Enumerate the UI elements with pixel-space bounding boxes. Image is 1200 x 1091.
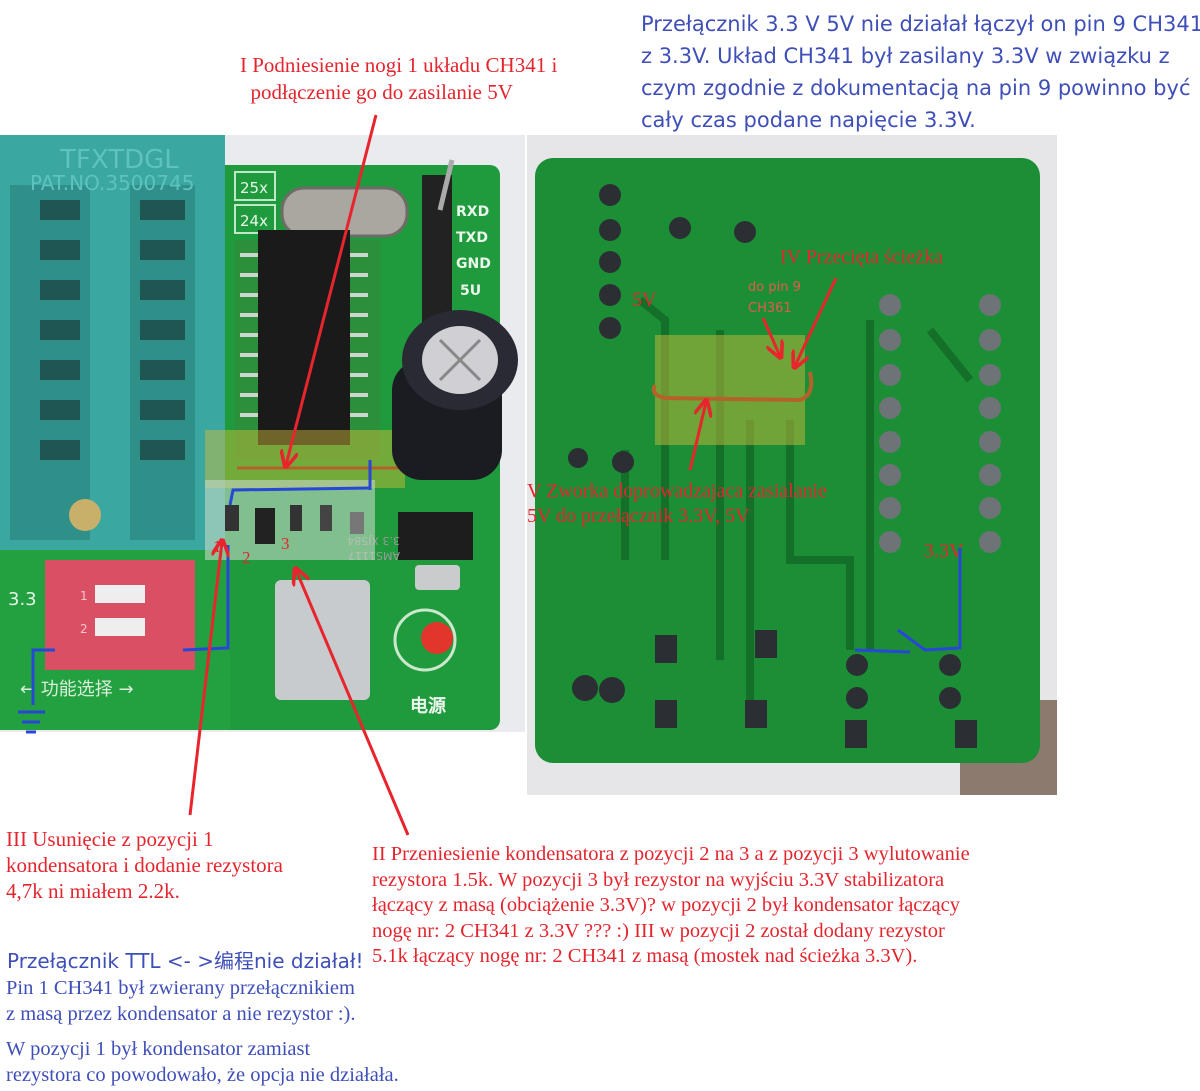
arrow-step-III <box>188 542 222 816</box>
arrow-step-V <box>688 402 706 471</box>
note-line: 5.1k łączący nogę nr: 2 CH341 z masą (mo… <box>372 945 918 967</box>
dip-switch: 1 2 <box>45 560 195 670</box>
smd-position-2 <box>255 508 275 544</box>
note-line: rezystora 1.5k. W pozycji 3 był rezystor… <box>372 868 945 891</box>
note-line: nogę nr: 2 CH341 z 3.3V ??? :) III w poz… <box>372 919 945 942</box>
note-line: podłączenie go do zasilanie 5V <box>240 80 513 104</box>
arrow-pin9 <box>761 317 780 356</box>
note-line: łączący z masą (obciążenie 3.3V)? w pozy… <box>372 894 960 916</box>
ams1117-regulator <box>398 512 473 560</box>
label-rxd: RXD <box>456 204 489 220</box>
note-line: W pozycji 1 był kondensator zamiast <box>6 1038 311 1060</box>
note-step-II: II Przeniesienie kondensatora z pozycji … <box>372 842 970 970</box>
note-line: Pin 1 CH341 był zwierany przełącznikiem <box>6 977 355 999</box>
position-mark-3: 3 <box>281 534 290 553</box>
arrow-step-I <box>286 114 378 465</box>
jumper-label-line2: 5V do przełącznik 3.3V, 5V <box>527 505 750 527</box>
position-mark-2: 2 <box>242 548 251 567</box>
pin9-label: do pin 9 <box>748 280 801 295</box>
power-label: 电源 <box>410 695 446 717</box>
note-line: z 3.3V. Układ CH341 był zasilany 3.3V w … <box>641 44 1170 68</box>
note-line: III Usunięcie z pozycji 1 <box>6 827 214 851</box>
blue-markings <box>18 460 962 734</box>
note-line: II Przeniesienie kondensatora z pozycji … <box>372 843 970 865</box>
note-line: cały czas podane napięcie 3.3V. <box>641 108 976 132</box>
switch-voltage-label: 3.3 <box>8 589 37 610</box>
cut-trace-label: IV Przecięta ścieżka <box>780 246 943 268</box>
back-pcb-photo: IV Przecięta ścieżka do pin 9 CH361 5V V… <box>527 135 1057 795</box>
note-step-I: I Podniesienie nogi 1 układu CH341 i pod… <box>240 52 557 106</box>
note-line: z masą przez kondensator a nie rezystor … <box>6 1003 356 1025</box>
ch341-chip <box>205 230 405 488</box>
note-switch-3v3-5v: Przełącznik 3.3 V 5V nie działał łączył … <box>641 8 1200 136</box>
note-line: Przełącznik 3.3 V 5V nie działał łączył … <box>641 12 1200 36</box>
dip-number-2: 2 <box>80 622 88 636</box>
power-led <box>421 622 453 654</box>
smd-position-1 <box>225 505 239 531</box>
note-line: 4,7k ni miałem 2.2k. <box>6 879 180 903</box>
arrow-step-II <box>296 570 410 836</box>
arrow-step-IV <box>795 277 838 366</box>
jumper-wire <box>651 371 814 403</box>
socket-brand-text: TFXTDGL <box>59 145 179 175</box>
zif-socket: TFXTDGL PAT.NO.3500745 <box>0 135 225 550</box>
label-5u: 5U <box>460 283 481 299</box>
label-gnd: GND <box>456 256 491 272</box>
label-24x: 24x <box>240 212 268 230</box>
note-line: rezystora co powodowało, że opcja nie dz… <box>6 1064 399 1086</box>
dip-number-1: 1 <box>80 589 88 603</box>
label-3v3: 3.3V <box>924 540 964 562</box>
note-line: kondensatora i dodanie rezystora <box>6 853 283 877</box>
function-select-label: ← 功能选择 → <box>20 679 134 700</box>
jumper-label-line1: V Zworka doprowadzajaca zasialanie <box>527 480 827 502</box>
kapton-tape <box>655 335 805 445</box>
front-pcb-photo: TFXTDGL PAT.NO.3500745 25x 24x RXD TXD G… <box>0 135 525 732</box>
pin9-chip-label: CH361 <box>748 301 792 316</box>
label-5v: 5V <box>632 289 657 311</box>
note-pin1: Pin 1 CH341 był zwierany przełącznikiem … <box>6 975 355 1027</box>
label-25x: 25x <box>240 179 268 197</box>
red-arrows <box>188 114 838 836</box>
note-position1: W pozycji 1 był kondensator zamiast rezy… <box>6 1036 399 1088</box>
note-line: I Podniesienie nogi 1 układu CH341 i <box>240 53 558 77</box>
note-line: czym zgodnie z dokumentacją na pin 9 pow… <box>641 76 1191 100</box>
mini-usb-connector <box>275 580 370 700</box>
note-step-III: III Usunięcie z pozycji 1 kondensatora i… <box>6 826 283 904</box>
smd-position-3 <box>290 505 302 531</box>
socket-patent-text: PAT.NO.3500745 <box>30 171 194 195</box>
electrolytic-capacitor <box>392 310 518 480</box>
pin-header <box>422 175 452 335</box>
note-ttl-switch: Przełącznik TTL <- >编程nie działał! <box>7 949 364 973</box>
label-txd: TXD <box>456 230 488 246</box>
crystal <box>280 186 409 238</box>
